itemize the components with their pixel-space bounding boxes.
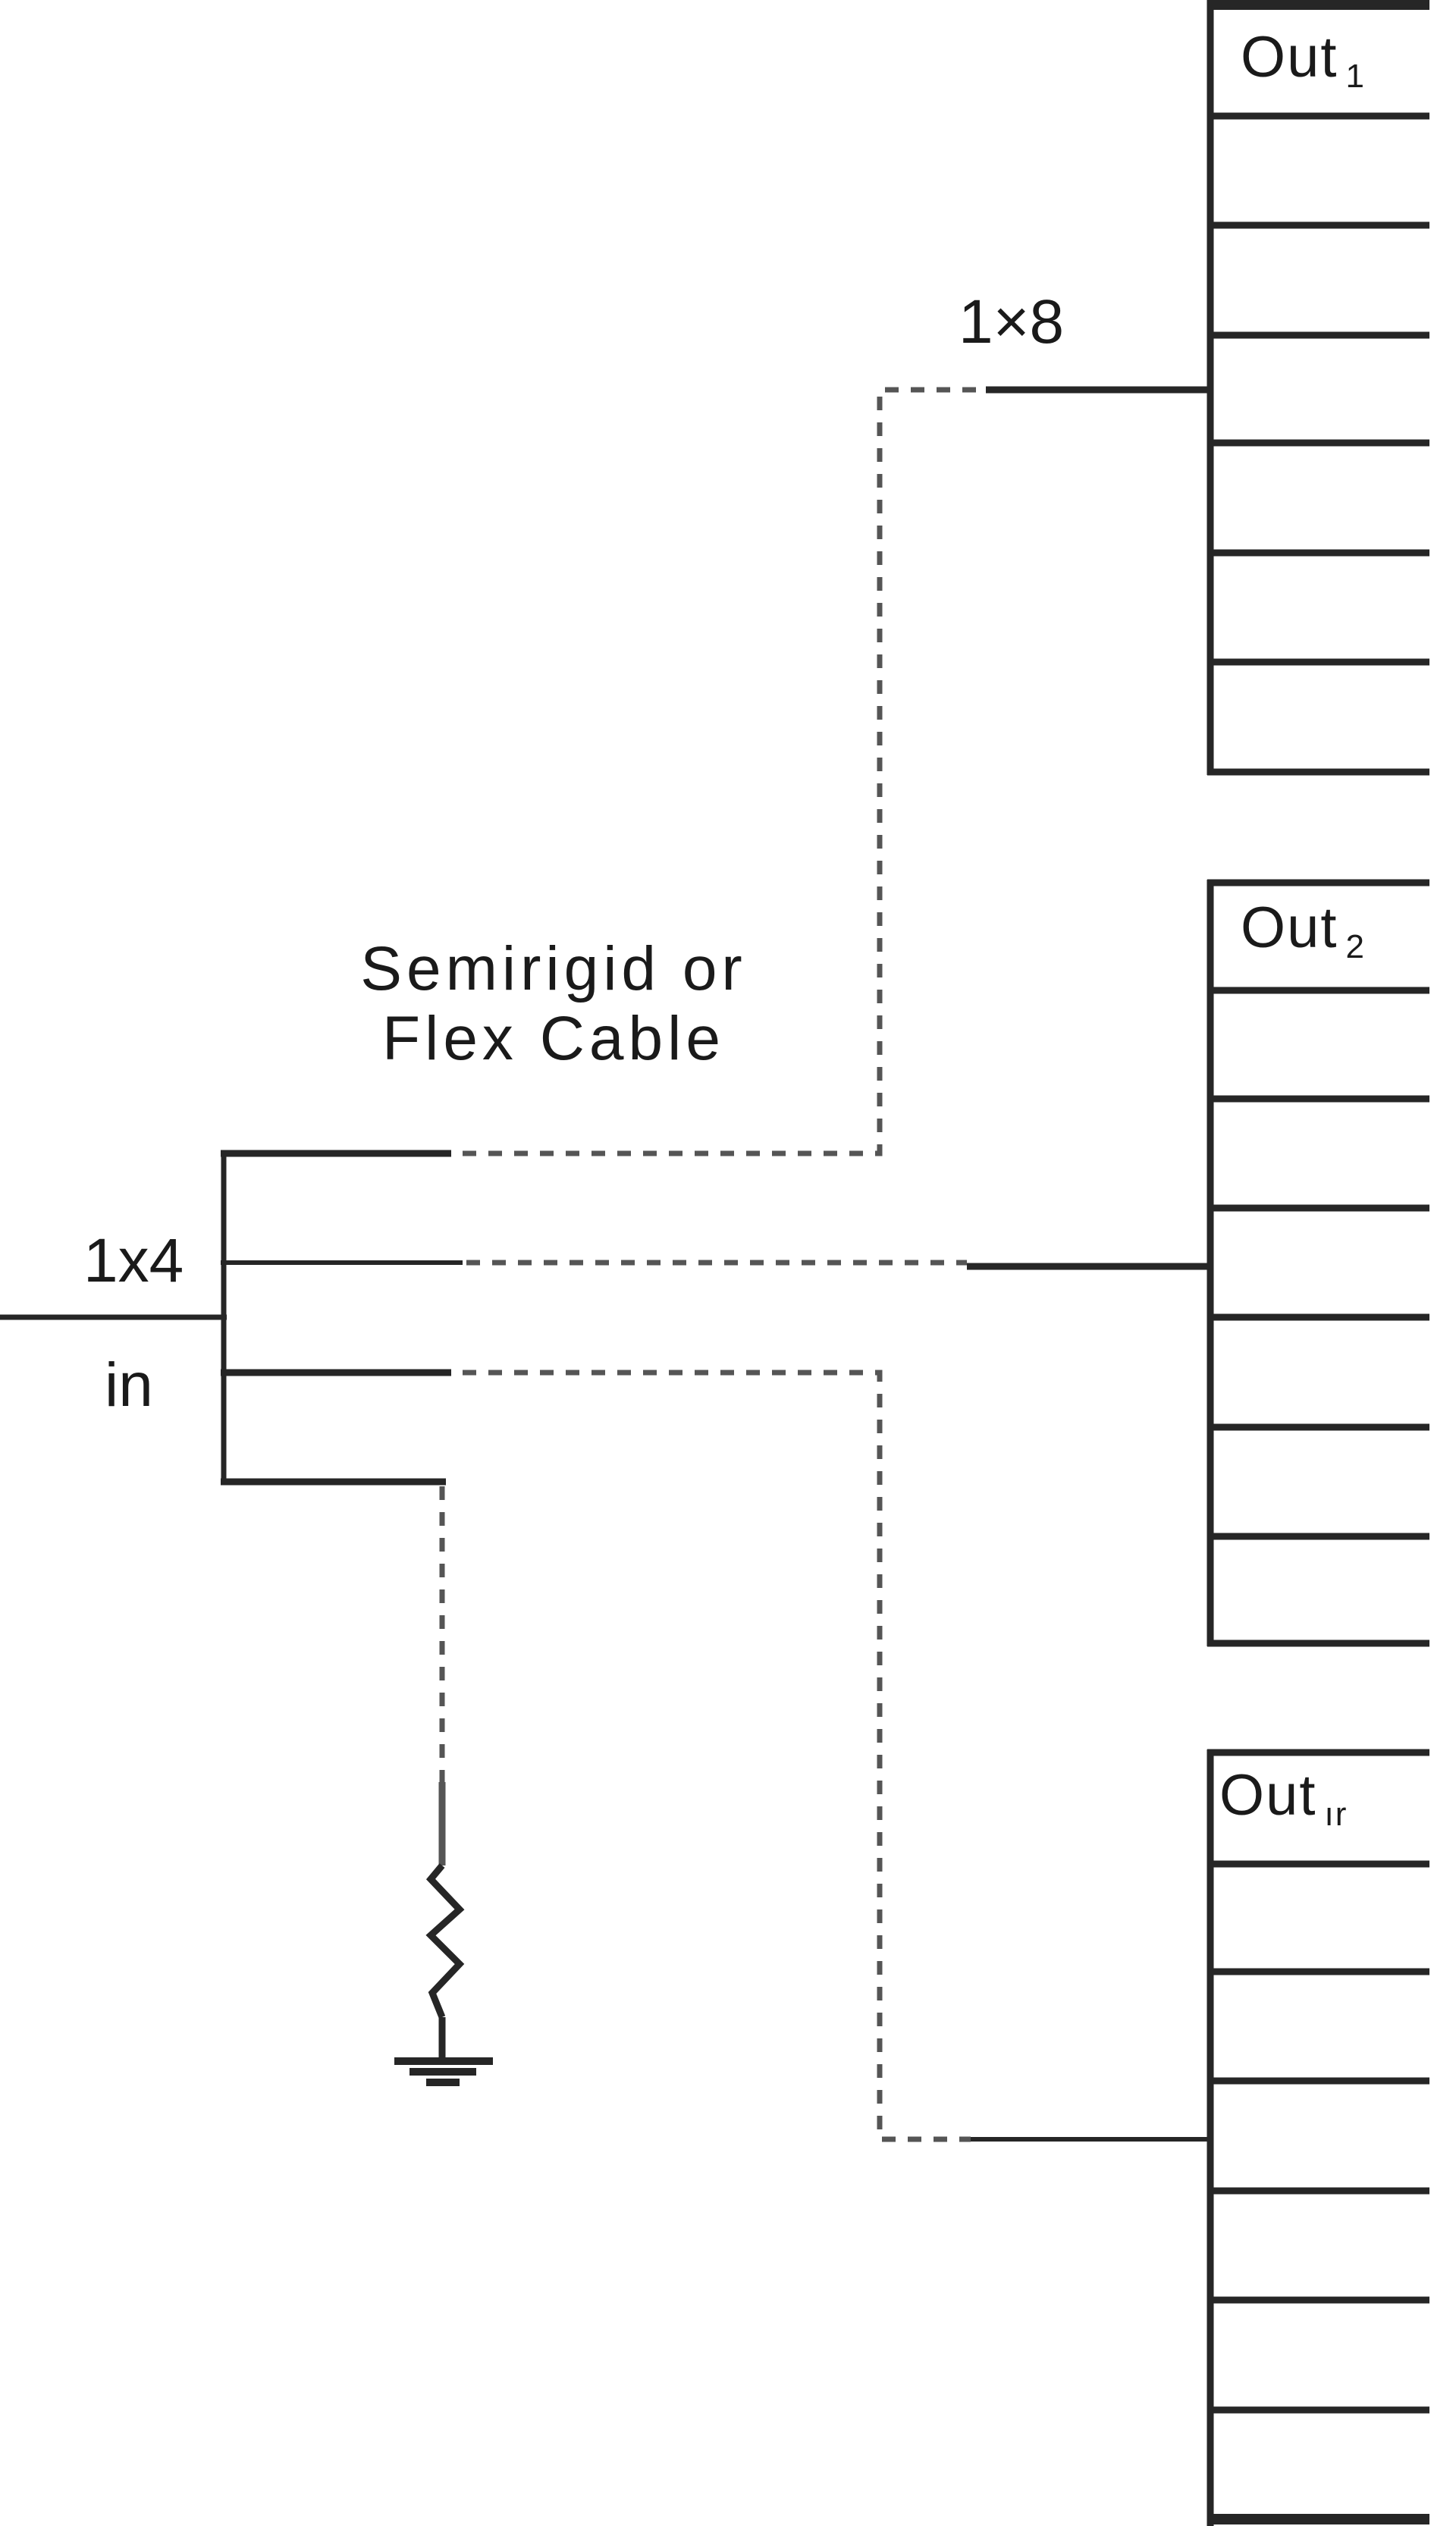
- output-block-3: [971, 1749, 1429, 2526]
- cable-to-block-1: [463, 387, 986, 1156]
- cable-to-block-3: [463, 1370, 971, 2142]
- cables: [439, 387, 986, 2142]
- input-label: in: [105, 1351, 153, 1420]
- output-block-1: [986, 0, 1429, 776]
- splitter-1x4-label: 1x4: [83, 1226, 184, 1295]
- splitter-1x4: [0, 1150, 463, 1486]
- cable-note: Semirigid or Flex Cable: [326, 934, 781, 1074]
- ground-icon: [394, 2057, 493, 2086]
- termination-resistor-icon: [425, 1782, 465, 2063]
- cable-note-line2: Flex Cable: [382, 1003, 725, 1073]
- cable-note-line1: Semirigid or: [360, 934, 747, 1003]
- splitter-1x8-label: 1×8: [959, 287, 1065, 356]
- output-block-2: [967, 879, 1429, 1647]
